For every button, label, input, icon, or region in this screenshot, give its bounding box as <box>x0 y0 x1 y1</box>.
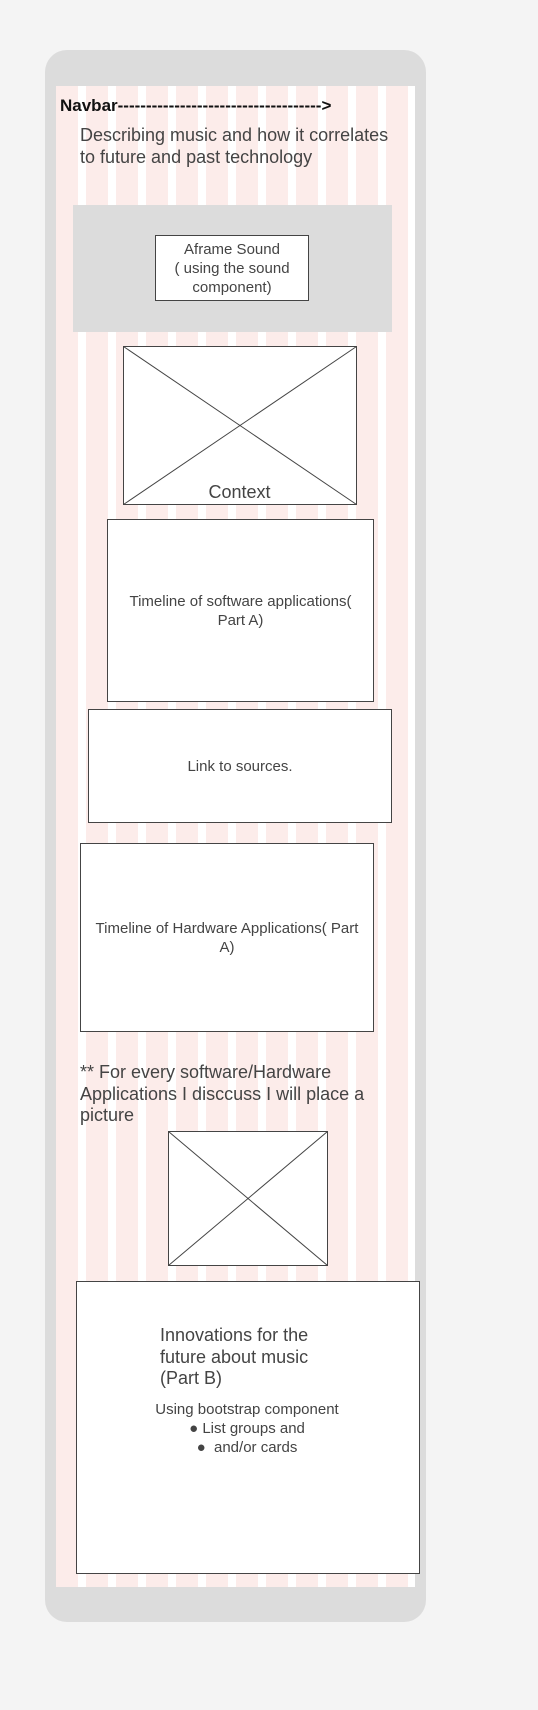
sources-link-label[interactable]: Link to sources. <box>187 757 293 775</box>
description-text: Describing music and how it correlates t… <box>80 125 389 167</box>
list-item: ● List groups and <box>77 1419 417 1438</box>
innovations-box: Innovations for the future about music (… <box>76 1281 420 1574</box>
bullet-icon: ● <box>196 1439 214 1456</box>
sound-line: ( using the sound <box>174 259 290 277</box>
bullet-icon: ● <box>189 1420 203 1437</box>
aframe-sound-box: Aframe Sound ( using the sound component… <box>155 235 309 301</box>
sound-line: Aframe Sound <box>184 240 280 258</box>
innovations-subtitle: Using bootstrap component <box>155 1401 339 1418</box>
list-item-label: and/or cards <box>214 1439 298 1456</box>
sources-link-box[interactable]: Link to sources. <box>88 709 392 823</box>
image-placeholder-context <box>123 346 357 505</box>
innovations-title: Innovations for the future about music (… <box>160 1325 309 1388</box>
sound-line: component) <box>192 278 272 296</box>
navbar: Navbar----------------------------------… <box>60 96 332 115</box>
picture-note: ** For every software/Hardware Applicati… <box>80 1062 365 1125</box>
context-label: Context <box>208 482 271 502</box>
timeline-software-label: Timeline of software applications( Part … <box>129 592 352 629</box>
timeline-software-box: Timeline of software applications( Part … <box>107 519 374 702</box>
image-placeholder-picture <box>168 1131 328 1266</box>
timeline-hardware-box: Timeline of Hardware Applications( Part … <box>80 843 374 1032</box>
timeline-hardware-label: Timeline of Hardware Applications( Part … <box>95 919 359 956</box>
list-item-label: List groups and <box>202 1420 305 1437</box>
innovations-body: Using bootstrap component ● List groups … <box>77 1400 417 1457</box>
list-item: ● and/or cards <box>77 1438 417 1457</box>
